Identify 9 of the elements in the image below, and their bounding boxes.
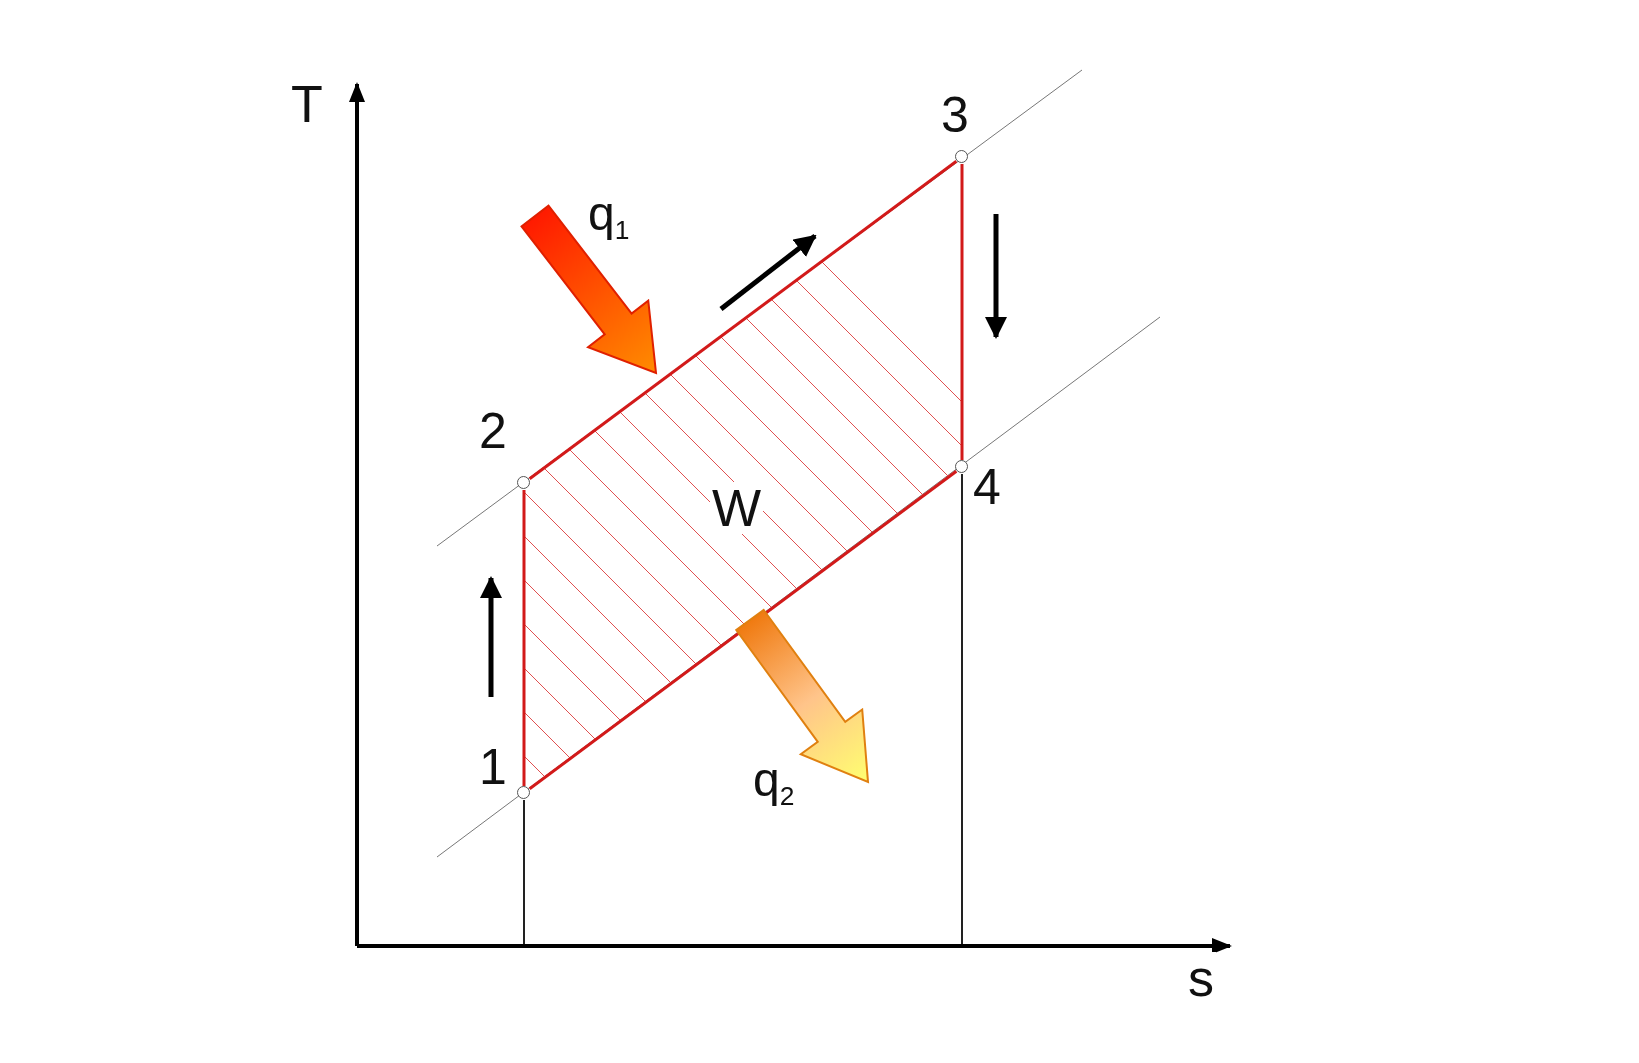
- process-line: [528, 469, 958, 791]
- state-number: 2: [479, 406, 507, 456]
- axis-label: W: [710, 482, 764, 534]
- state-number: 3: [941, 90, 969, 140]
- process-line: [960, 164, 964, 460]
- state-number: 4: [973, 462, 1001, 512]
- process-line: [528, 159, 958, 481]
- state-number: 1: [479, 742, 507, 792]
- process-line: [522, 490, 526, 786]
